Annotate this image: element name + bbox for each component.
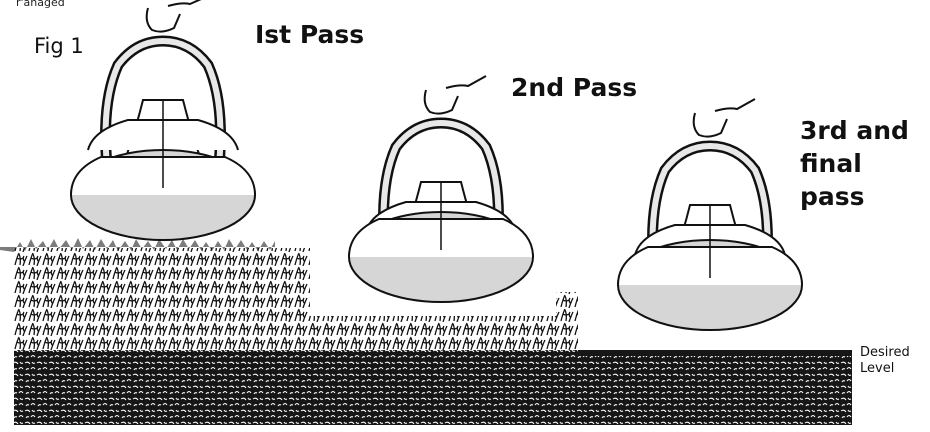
desired-level-label: Desired Level <box>860 345 930 377</box>
figure-label: Fig 1 <box>34 34 84 58</box>
header-note: r'anaged <box>16 0 65 9</box>
pass-2-label: 2nd Pass <box>511 73 637 102</box>
mower-pass-2 <box>349 76 533 302</box>
mower-pass-1 <box>71 0 255 240</box>
pass-3-label: 3rd and final pass <box>800 114 930 213</box>
pass-1-label: Ist Pass <box>255 20 364 49</box>
soil-layer <box>14 350 852 425</box>
mower-pass-3 <box>618 99 802 330</box>
lawn-uncut <box>0 238 310 354</box>
